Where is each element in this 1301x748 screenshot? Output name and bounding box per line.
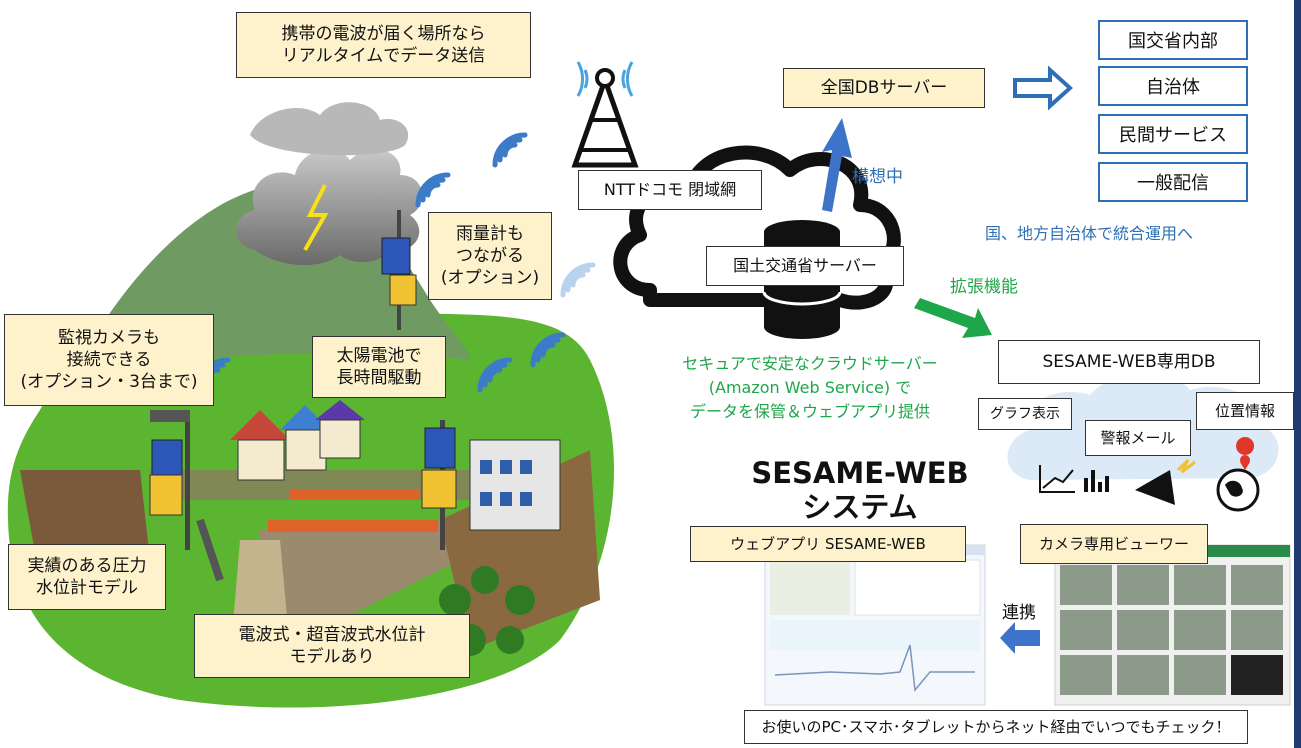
pressure-note-line1: 実績のある圧力 <box>27 556 147 576</box>
mlit-server-label: 国土交通省サーバー <box>733 256 877 275</box>
location-info-label: 位置情報 <box>1214 402 1275 420</box>
megaphone-icon <box>1135 458 1196 505</box>
concept-label: 構想中 <box>852 167 903 187</box>
alert-mail-label: 警報メール <box>1100 429 1176 447</box>
target-private-service: 民間サービス <box>1098 114 1248 154</box>
cloud-desc-line2: (Amazon Web Service) で <box>708 378 912 397</box>
viewer-label: カメラ専用ビューワー <box>1038 535 1189 553</box>
target-mlit-internal: 国交省内部 <box>1098 20 1248 60</box>
cloud-desc-line3: データを保管＆ウェブアプリ提供 <box>689 402 930 421</box>
solar-note-line1: 太陽電池で <box>336 346 422 366</box>
tower-icon <box>571 61 639 168</box>
footer-box: お使いのPC･スマホ･タブレットからネット経由でいつでもチェック！ <box>744 710 1248 744</box>
national-db-label: 全国DBサーバー <box>820 78 948 98</box>
cloud-desc-line1: セキュアで安定なクラウドサーバー <box>682 354 938 373</box>
system-title-line1: SESAME-WEB <box>751 456 969 490</box>
sesame-db-label: SESAME-WEB専用DB <box>1042 352 1216 372</box>
location-info-box: 位置情報 <box>1196 392 1294 430</box>
mobile-coverage-note: 携帯の電波が届く場所なら リアルタイムでデータ送信 <box>236 12 531 78</box>
webapp-screenshot <box>764 544 986 706</box>
distribution-arrow <box>1013 65 1073 111</box>
footer-text: お使いのPC･スマホ･タブレットからネット経由でいつでもチェック！ <box>761 718 1231 736</box>
camera-note: 監視カメラも 接続できる (オプション・3台まで) <box>4 314 214 406</box>
graph-display-box: グラフ表示 <box>978 398 1072 430</box>
mlit-server-box: 国土交通省サーバー <box>706 246 904 286</box>
mobile-note-line1: 携帯の電波が届く場所なら <box>281 24 486 44</box>
radio-gauge-note: 電波式・超音波式水位計 モデルあり <box>194 614 470 678</box>
distribution-caption: 国、地方自治体で統合運用へ <box>985 224 1194 243</box>
rain-gauge-note: 雨量計も つながる (オプション) <box>428 212 552 300</box>
extension-label: 拡張機能 <box>950 277 1018 297</box>
rain-note-line3: (オプション) <box>440 268 540 288</box>
webapp-label: ウェブアプリ SESAME-WEB <box>730 535 926 553</box>
bar-chart-icon <box>1084 470 1109 492</box>
target-municipality: 自治体 <box>1098 66 1248 106</box>
solar-note: 太陽電池で 長時間駆動 <box>312 336 446 398</box>
system-title: SESAME-WEB システム <box>730 456 990 524</box>
edge-bar <box>1294 0 1301 748</box>
link-arrow <box>1000 622 1040 654</box>
alert-mail-box: 警報メール <box>1085 420 1191 456</box>
cloud-description: セキュアで安定なクラウドサーバー (Amazon Web Service) で … <box>660 352 960 424</box>
viewer-label-box: カメラ専用ビューワー <box>1020 524 1208 564</box>
mobile-note-line2: リアルタイムでデータ送信 <box>281 46 486 66</box>
national-db-box: 全国DBサーバー <box>783 68 985 108</box>
link-label: 連携 <box>1002 603 1036 623</box>
webapp-label-box: ウェブアプリ SESAME-WEB <box>690 526 966 562</box>
solar-note-line2: 長時間駆動 <box>336 368 422 388</box>
camera-note-line3: (オプション・3台まで) <box>20 372 198 392</box>
sesame-db-box: SESAME-WEB専用DB <box>998 340 1260 384</box>
concept-arrow <box>822 118 852 212</box>
target-public-distribution: 一般配信 <box>1098 162 1248 202</box>
globe-pin-icon <box>1216 437 1260 512</box>
carrier-box: NTTドコモ 閉域網 <box>578 170 762 210</box>
rain-note-line1: 雨量計も <box>456 224 524 244</box>
camera-viewer-screenshot <box>1054 544 1291 706</box>
radio-note-line2: モデルあり <box>289 647 375 667</box>
camera-note-line2: 接続できる <box>66 350 152 370</box>
radio-note-line1: 電波式・超音波式水位計 <box>238 625 426 645</box>
graph-icon <box>1039 465 1075 493</box>
rain-note-line2: つながる <box>456 246 524 266</box>
carrier-label: NTTドコモ 閉域網 <box>603 180 737 199</box>
camera-note-line1: 監視カメラも <box>58 328 160 348</box>
pressure-gauge-note: 実績のある圧力 水位計モデル <box>8 544 166 610</box>
extension-arrow <box>914 298 992 338</box>
system-title-line2: システム <box>802 490 918 524</box>
pressure-note-line2: 水位計モデル <box>36 578 138 598</box>
graph-display-label: グラフ表示 <box>990 406 1060 422</box>
